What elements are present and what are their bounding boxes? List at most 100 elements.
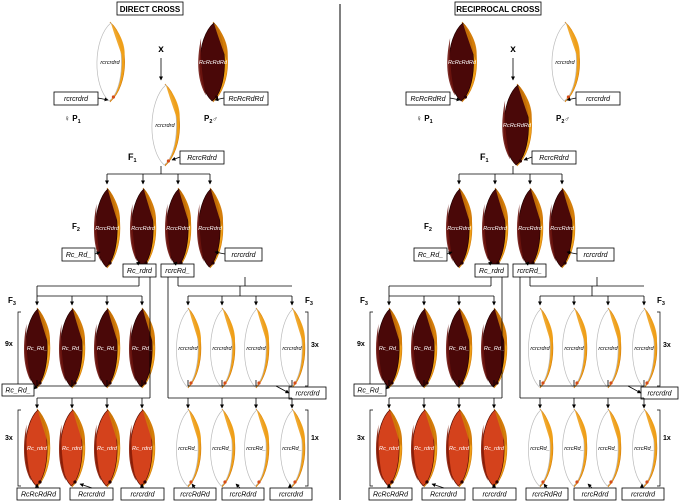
genotype-text: Rcrcrdrd [78,492,106,499]
seed-label: rcrcRd_ [282,446,302,452]
bottom-left-genotype-box-3: rcrcrdrd [472,487,517,501]
seed-label: rcrcrdrd [178,346,198,352]
seed-label: Rc_Rd_ [414,346,434,352]
seed-label: rcrcrdrd [155,123,175,129]
group-bracket [657,311,661,387]
seed-label: Rc_Rd_ [62,346,82,352]
f3-right-seed-3: rcrcrdrd [596,307,622,389]
f2-seed-3: RcrcRdrd [516,187,544,269]
f3-left-seed-4: Rc_Rd_ [128,307,156,389]
f3-bottom-right-seed-1: rcrcRd_ [528,408,554,488]
genotype-text: rcrcrdrd [482,492,507,499]
f3-bottom-right-seed-4: rcrcRd_ [632,408,658,488]
connector-line [275,385,290,394]
bottom-right-genotype-box-2: rcrcRdrd [221,487,265,501]
seed-label: Rc_rdrd [62,446,83,452]
f2-genotype-box-4: rcrcrdrd [576,247,615,262]
genotype-text: rcrcrdrd [647,391,672,398]
f2-genotype-box-1: Rc_Rd_ [61,247,96,262]
f3-right-seed-1: rcrcrdrd [528,307,554,389]
f3-label-right: F3 [305,296,313,307]
seed-label: RcrcRdrd [518,226,543,232]
seed-label: Rc_Rd_ [132,346,152,352]
genotype-text: RcrcRdrd [539,155,570,162]
f2-genotype-box-3: rcrcRd_ [512,263,547,278]
connector-line [94,251,101,256]
group-bracket [17,409,21,487]
svg-text:DIRECT CROSS: DIRECT CROSS [120,5,181,14]
f3-bottom-left-seed-2: Rc_rdrd [58,408,86,488]
f1-seed: rcrcrdrd [151,83,180,167]
seed-label: Rc_Rd_ [449,346,469,352]
f1-genotype-box: RcrcRdrd [179,150,225,165]
genotype-text: rcrcRd_ [165,268,190,275]
connector-line [385,385,390,390]
bottom-left-genotype-box-1: RcRcRdRd [16,487,61,501]
bottom-left-genotype-box-3: rcrcrdrd [120,487,165,501]
genotype-text: Rc_Rd_ [357,388,382,395]
connector-line [627,385,642,394]
seed-label: RcrcRdrd [483,226,508,232]
panel-title: RECIPROCAL CROSS [454,1,542,16]
right-group-genotype-box: rcrcrdrd [288,386,327,400]
genotype-text: rcrcrdrd [586,96,611,103]
seed-label: RcRcRdRd [199,60,228,66]
p1-seed: RcRcRdRd [447,21,477,103]
group-bracket [305,311,309,387]
p2-seed: rcrcrdrd [551,21,580,103]
f3-bottom-left-seed-1: Rc_rdrd [375,408,403,488]
seed-label: RcrcRdrd [447,226,472,232]
f3-bottom-left-seed-4: Rc_rdrd [128,408,156,488]
connector-line [235,483,241,489]
p2-genotype-box: rcrcrdrd [575,91,621,106]
genotype-text: rcrcRdrd [582,492,610,499]
genotype-text: rcrcRdRd [180,492,211,499]
f3-bottom-right-seed-1: rcrcRd_ [176,408,202,488]
right-group-count: 3x [311,342,319,349]
bottom-right-genotype-box-1: rcrcRdRd [173,487,217,501]
p2-pointer [566,97,577,102]
connector-line [446,251,453,256]
group-bracket [369,311,373,387]
seed-label: Rc_Rd_ [27,346,47,352]
seed-label: RcrcRdrd [166,226,191,232]
seed-label: RcrcRdrd [95,226,120,232]
genotype-text: Rc_rdrd [127,268,153,275]
seed-label: rcrcrdrd [100,60,120,66]
f3-bottom-right-seed-2: rcrcRd_ [210,408,236,488]
bottom-right-genotype-box-2: rcrcRdrd [573,487,617,501]
f3-right-seed-4: rcrcrdrd [280,307,306,389]
seed-label: rcrcRd_ [598,446,618,452]
genotype-text: rcrcRd_ [517,268,542,275]
f3-left-seed-2: Rc_Rd_ [410,307,438,389]
seed-label: RcRcRdRd [503,123,532,129]
f1-label: F1 [480,152,489,164]
seed-label: Rc_rdrd [449,446,470,452]
seed-label: rcrcrdrd [212,346,232,352]
seed-label: RcRcRdRd [448,60,477,66]
seed-label: Rc_rdrd [484,446,505,452]
bottom-right-genotype-box-1: rcrcRdRd [525,487,569,501]
f2-seed-4: RcrcRdrd [548,187,576,269]
seed-label: Rc_rdrd [414,446,435,452]
p2-genotype-box: RcRcRdRd [223,91,269,106]
bottom-right-count: 1x [663,435,671,442]
connector-line [525,261,530,266]
f3-bottom-right-seed-4: rcrcRd_ [280,408,306,488]
f2-seed-2: RcrcRdrd [481,187,509,269]
group-bracket [305,409,309,487]
seed-label: Rc_Rd_ [484,346,504,352]
genotype-text: RcRcRdRd [410,96,446,103]
seed-label: rcrcrdrd [634,346,654,352]
connector-line [191,483,196,489]
cross-symbol: x [158,44,164,55]
genotype-text: rcrcrdrd [583,252,608,259]
genotype-text: rcrcRdRd [532,492,563,499]
f3-right-seed-2: rcrcrdrd [210,307,236,389]
connector-line [135,261,141,266]
seed-label: rcrcRd_ [564,446,584,452]
f3-bottom-left-seed-1: Rc_rdrd [23,408,51,488]
bottom-left-genotype-box-2: Rcrcrdrd [421,487,466,501]
seed-label: rcrcrdrd [282,346,302,352]
